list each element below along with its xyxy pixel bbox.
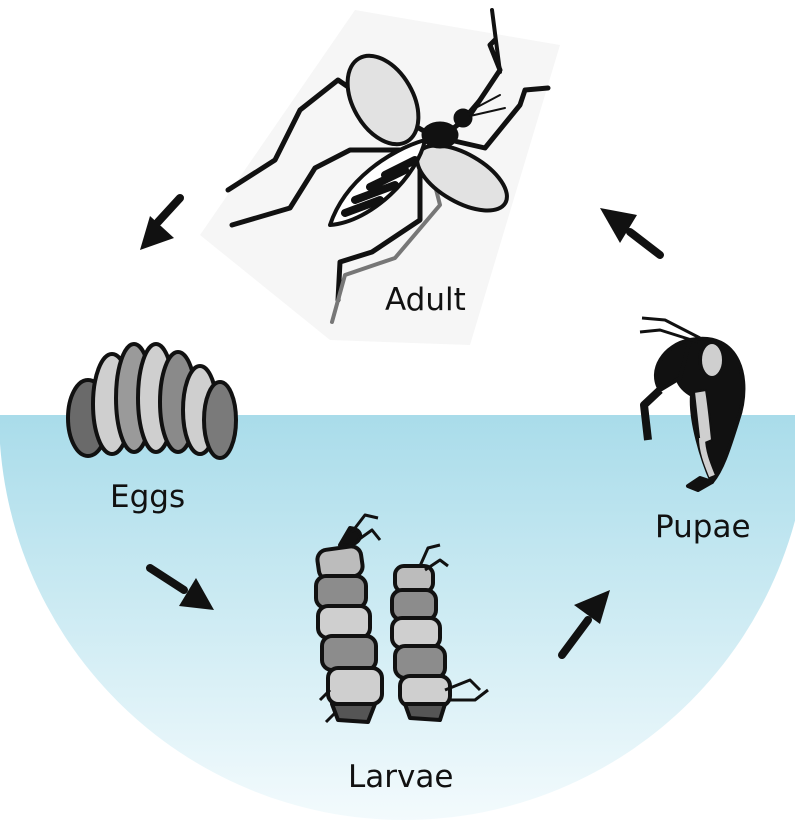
label-adult: Adult <box>385 282 466 318</box>
eggs-icon <box>68 344 236 458</box>
label-eggs: Eggs <box>110 479 185 515</box>
label-pupae: Pupae <box>655 509 751 545</box>
arrow-adult-to-eggs <box>140 198 180 250</box>
label-larvae: Larvae <box>348 759 453 795</box>
arrow-pupae-to-adult <box>600 208 660 255</box>
